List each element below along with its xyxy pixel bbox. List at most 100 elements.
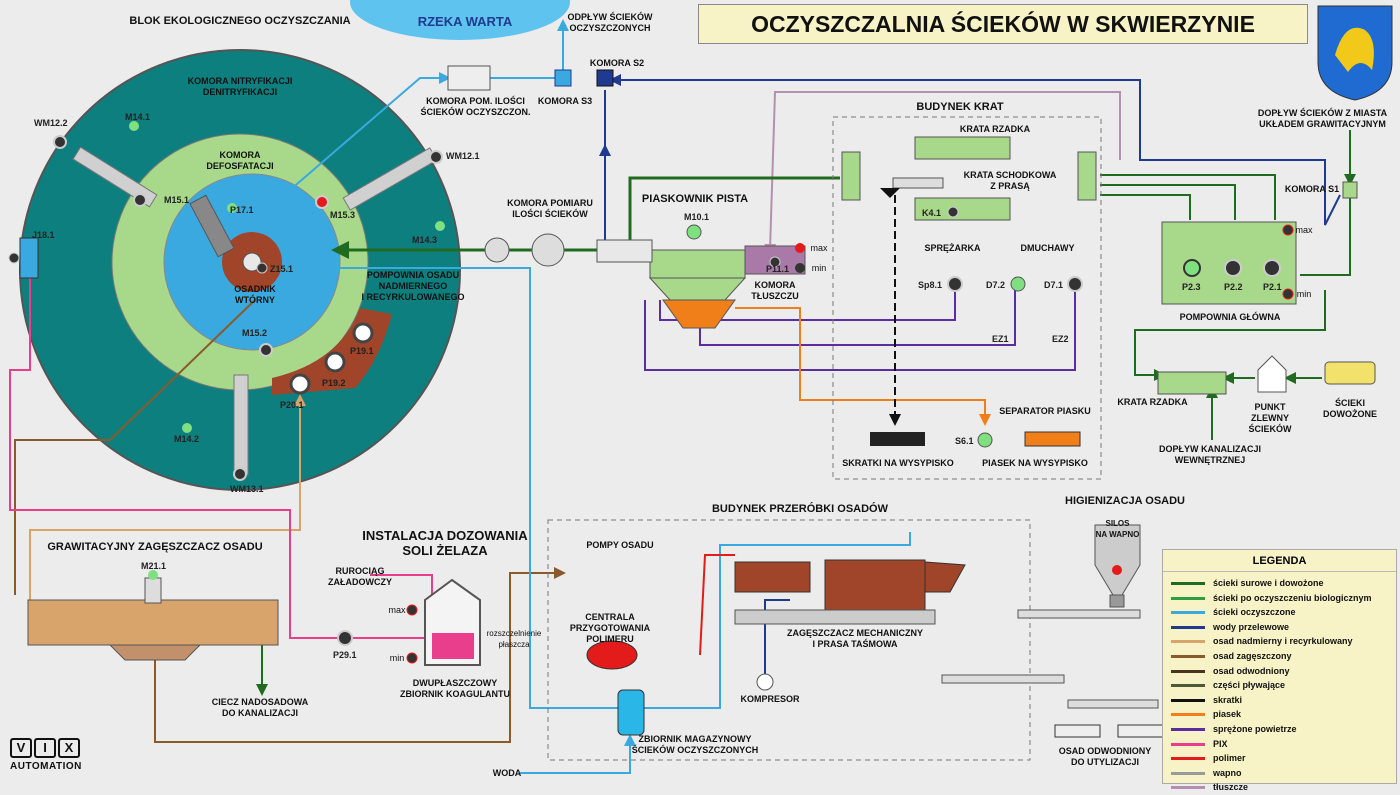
legend-swatch — [1171, 611, 1205, 615]
tag-p29-1: P29.1 — [333, 650, 357, 660]
piasek-label: PIASEK NA WYSYPISKO — [982, 458, 1088, 468]
legend-label: skratki — [1213, 694, 1243, 705]
legend-label: osad zagęszczony — [1213, 650, 1292, 661]
container-1 — [1054, 724, 1101, 738]
legend-swatch — [1171, 713, 1205, 717]
flowmeter-out — [447, 65, 491, 91]
indicator-max-pump — [1282, 224, 1294, 236]
legend-item: wapno — [1163, 766, 1396, 781]
tag-m14-2: M14.2 — [174, 434, 200, 444]
dowozone-label: ŚCIEKI DOWOŻONE — [1323, 398, 1377, 419]
legend-swatch — [1171, 669, 1205, 673]
legend-swatch — [1171, 771, 1205, 775]
legend-item: osad nadmierny i recyrkulowany — [1163, 634, 1396, 649]
ciecz-label: CIECZ NADOSADOWA DO KANALIZACJI — [211, 697, 309, 718]
valve-in — [484, 237, 510, 263]
centrala-label: CENTRALA PRZYGOTOWANIA POLIMERU — [569, 612, 651, 644]
coat-of-arms-icon — [1317, 5, 1393, 101]
tag-z15-1: Z15.1 — [270, 264, 294, 274]
komora-pom-in-label: KOMORA POMIARU ILOŚCI ŚCIEKÓW — [507, 198, 593, 219]
tag-ez1: EZ1 — [992, 334, 1009, 344]
max-label-coag: max — [388, 605, 406, 615]
indicator-max-tl — [795, 243, 805, 253]
punkt-label: PUNKT ZLEWNY ŚCIEKÓW — [1248, 402, 1292, 434]
legend-item: części pływające — [1163, 678, 1396, 693]
legend-item: ścieki po oczyszczeniu biologicznym — [1163, 591, 1396, 606]
tag-m14-1: M14.1 — [125, 112, 151, 122]
screenings-hopper — [880, 188, 900, 198]
river-label: RZEKA WARTA — [417, 14, 513, 29]
pipe-clean-water — [325, 267, 911, 709]
tag-wm12-2: WM12.2 — [34, 118, 68, 128]
indicator-sp8-1 — [947, 276, 963, 292]
komora-s3-box — [554, 69, 572, 87]
doplyw-miasto-label: DOPŁYW ŚCIEKÓW Z MIASTA UKŁADEM GRAWITAC… — [1257, 108, 1388, 129]
indicator-j18-1 — [8, 252, 20, 264]
container-2 — [1117, 724, 1164, 738]
legend-label: PIX — [1213, 738, 1228, 749]
indicator-m21-1 — [148, 570, 158, 580]
pipe-sludge-light — [29, 394, 306, 615]
legend-label: piasek — [1213, 709, 1242, 720]
indicator-silos — [1112, 565, 1122, 575]
thickener-drive — [144, 577, 162, 604]
legend-label: wapno — [1213, 767, 1242, 778]
higien-label: HIGIENIZACJA OSADU — [1065, 495, 1185, 507]
legend-label: polimer — [1213, 753, 1246, 764]
press-chute — [924, 561, 966, 593]
nitri-label: KOMORA NITRYFIKACJI DENITRYFIKACJI — [187, 76, 293, 97]
thickener-tank — [27, 599, 279, 646]
tag-p11-1: P11.1 — [766, 264, 790, 274]
tag-p19-2: P19.2 — [322, 378, 346, 388]
legend-item: tłuszcze — [1163, 780, 1396, 795]
indicator-m14-2 — [182, 423, 192, 433]
silos-label: SILOS NA WAPNO — [1095, 519, 1140, 539]
komora-tluszczu-tank — [744, 245, 806, 275]
rozszcz-label: rozszczelnienie płaszcza — [486, 629, 542, 649]
outflow-label: ODPŁYW ŚCIEKÓW OCZYSZCZONYCH — [567, 12, 653, 33]
krata-schod-label: KRATA SCHODKOWA Z PRASĄ — [963, 170, 1057, 191]
pipe-raw-krat3 — [1100, 174, 1276, 220]
legend-swatch — [1171, 684, 1205, 688]
dwup-label: DWUPŁASZCZOWY ZBIORNIK KOAGULANTU — [400, 678, 510, 699]
indicator-m15-3 — [315, 195, 329, 209]
tag-m15-3: M15.3 — [330, 210, 356, 220]
budynek-krat-label: BUDYNEK KRAT — [916, 101, 1004, 113]
separator-label: SEPARATOR PIASKU — [999, 406, 1091, 416]
building-sludge — [547, 519, 1031, 761]
indicator-p19-2 — [324, 351, 346, 373]
flowmeter-in — [531, 233, 565, 267]
grawit-label: GRAWITACYJNY ZAGĘSZCZACZ OSADU — [47, 541, 263, 553]
legend-label: tłuszcze — [1213, 782, 1249, 793]
settler-core — [242, 252, 262, 272]
legend-label: wody przelewowe — [1213, 621, 1290, 632]
legend-swatch — [1171, 582, 1205, 585]
truck-icon — [1324, 361, 1376, 385]
legend-swatch — [1171, 640, 1205, 644]
pipe-raw-krat — [1100, 194, 1191, 220]
osad-odw-label: OSAD ODWODNIONY DO UTYLIZACJI — [1058, 746, 1152, 767]
krata-rzadka-channel — [914, 136, 1011, 160]
tag-wm13-1: WM13.1 — [230, 484, 264, 494]
komora-s1-box — [1342, 181, 1358, 199]
indicator-p20-1 — [289, 373, 311, 395]
dmuchawy-label: DMUCHAWY — [1020, 243, 1075, 253]
piaskownik-cone — [648, 277, 747, 301]
legend-item: osad odwodniony — [1163, 664, 1396, 679]
komora-s2-box — [596, 69, 614, 87]
tag-wm12-1: WM12.1 — [446, 151, 480, 161]
vix-logo: V I X AUTOMATION — [10, 738, 100, 778]
komora-tl-label: KOMORA TŁUSZCZU — [751, 280, 799, 301]
krata-rzadka2-tank — [1157, 371, 1227, 395]
indicator-s6-1 — [977, 432, 993, 448]
tag-p2-1: P2.1 — [1263, 282, 1282, 292]
tag-m10-1: M10.1 — [684, 212, 710, 222]
vix-automation: AUTOMATION — [10, 761, 82, 772]
pipe-clean-woda — [520, 734, 636, 774]
pipe-air-2 — [644, 290, 1076, 371]
indicator-p29-1 — [337, 630, 353, 646]
tag-sp8-1: Sp8.1 — [918, 280, 943, 290]
max-label-tl: max — [810, 243, 828, 253]
j18-box — [19, 237, 39, 279]
